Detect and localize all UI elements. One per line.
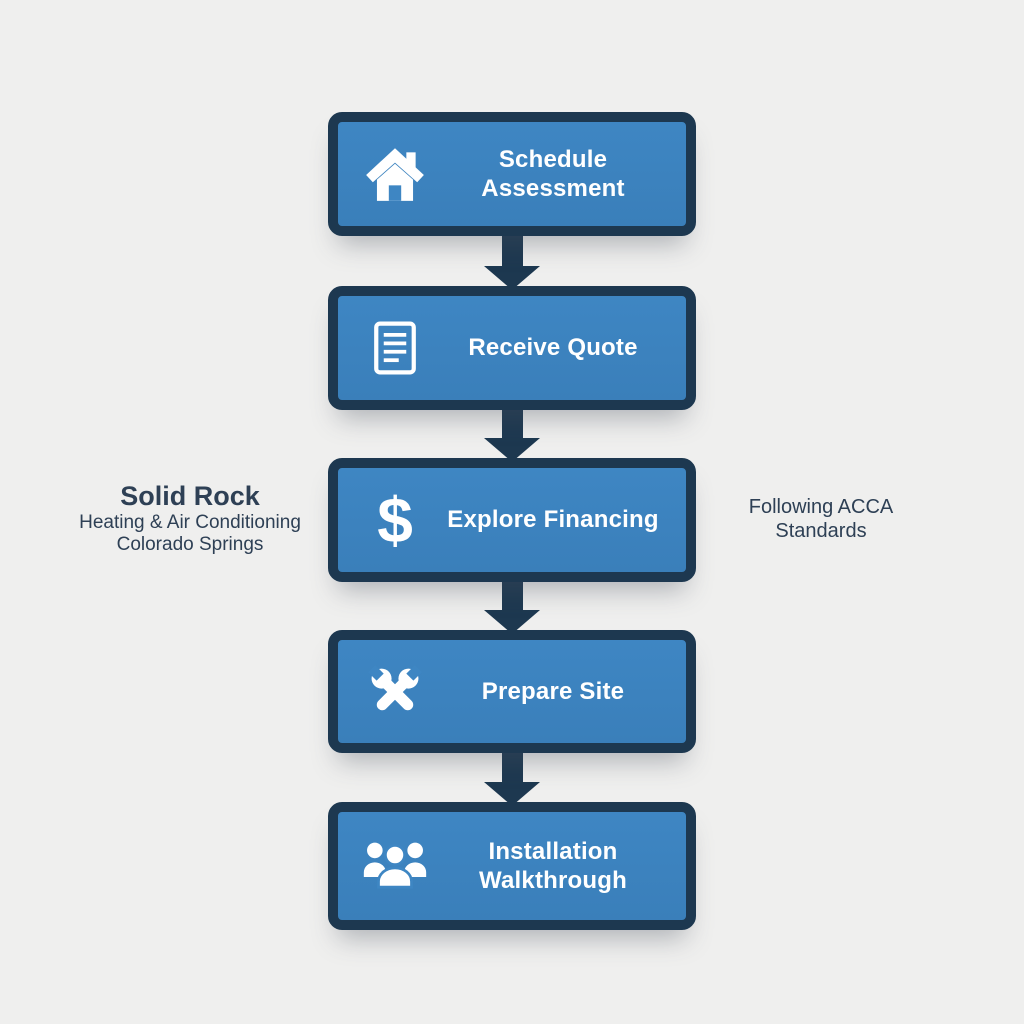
down-arrow — [484, 749, 540, 806]
company-name: Solid Rock — [120, 481, 260, 511]
arrow-stem — [501, 406, 523, 438]
arrow-stem — [501, 232, 523, 266]
down-arrow — [484, 406, 540, 462]
arrow-stem — [501, 578, 523, 610]
step-explore-financing: $ Explore Financing — [328, 458, 696, 582]
standards-note-text: Following ACCA Standards — [748, 496, 894, 542]
step-label: Explore Financing — [447, 506, 659, 534]
down-arrow — [484, 232, 540, 290]
home-icon — [362, 141, 428, 207]
company-tagline: Heating & Air Conditioning — [79, 512, 301, 533]
step-prepare-site: Prepare Site — [328, 630, 696, 753]
step-label: Schedule Assessment — [481, 145, 625, 202]
dollar-glyph: $ — [377, 484, 413, 556]
document-icon — [362, 315, 428, 381]
tools-icon — [362, 659, 428, 725]
step-installation-walkthrough: Installation Walkthrough — [328, 802, 696, 930]
arrow-stem — [501, 749, 523, 782]
company-branding: Solid Rock Heating & Air Conditioning Co… — [55, 481, 325, 556]
step-receive-quote: Receive Quote — [328, 286, 696, 410]
step-label: Installation Walkthrough — [479, 837, 627, 894]
step-schedule-assessment: Schedule Assessment — [328, 112, 696, 236]
dollar-icon: $ — [362, 487, 428, 553]
people-icon — [362, 833, 428, 899]
step-label: Prepare Site — [481, 677, 625, 705]
standards-note: Following ACCA Standards — [732, 495, 910, 543]
company-location: Colorado Springs — [116, 534, 264, 555]
down-arrow — [484, 578, 540, 634]
step-label: Receive Quote — [468, 334, 638, 362]
